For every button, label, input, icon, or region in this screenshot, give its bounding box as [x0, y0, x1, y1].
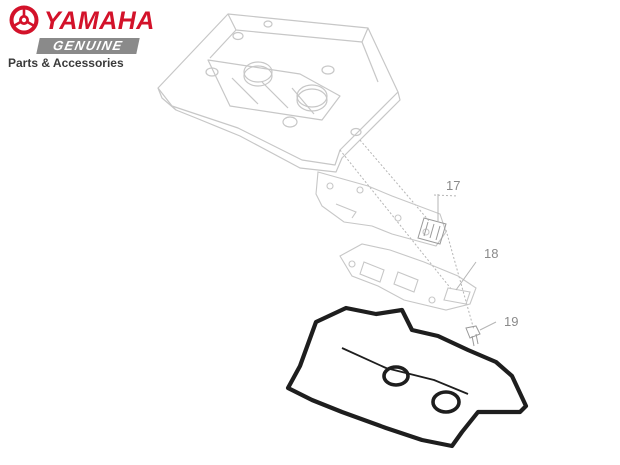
- spark-plug-seals: [382, 365, 461, 414]
- yamaha-genuine-logo: YAMAHA GENUINE Parts & Accessories: [8, 4, 158, 70]
- tuning-fork-emblem-icon: [9, 5, 39, 35]
- part-label-18: 18: [484, 246, 498, 261]
- part-18-leader: [455, 261, 477, 291]
- gasket-plate-upper: [315, 171, 447, 247]
- gasket-plate-lower: [339, 243, 477, 311]
- brand-wordmark: YAMAHA: [44, 7, 155, 35]
- bolt-19: [465, 325, 481, 347]
- part-19-leader: [479, 321, 497, 331]
- brand-tagline: Parts & Accessories: [8, 56, 124, 70]
- part-label-19: 19: [504, 314, 518, 329]
- valve-cover-gasket: [285, 305, 529, 449]
- part-label-17: 17: [446, 178, 460, 193]
- part-17-component: [417, 217, 447, 245]
- cylinder-head-cover: [157, 13, 401, 173]
